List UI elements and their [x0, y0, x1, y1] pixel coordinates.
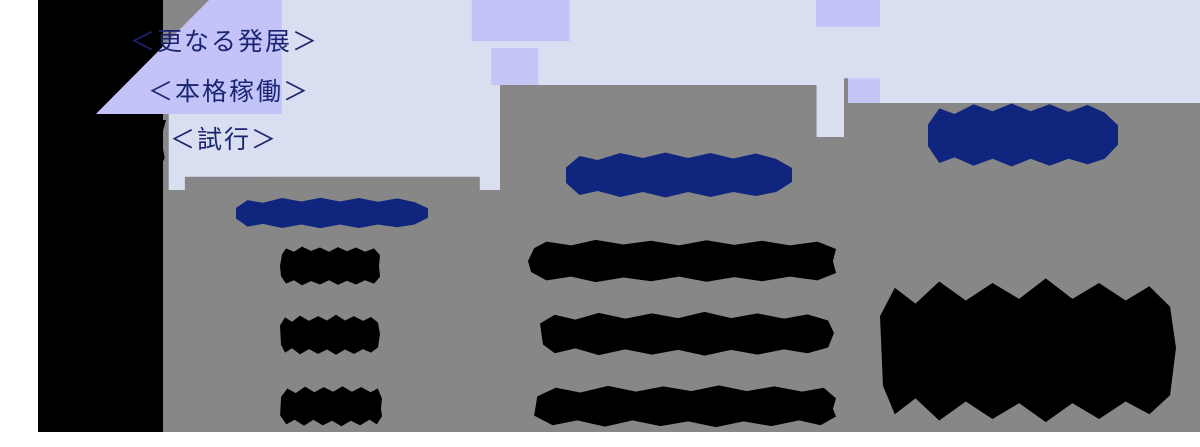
- banner-bevel-bottom-icon: [491, 47, 539, 85]
- phase-banner-3[interactable]: [816, 0, 1200, 103]
- banner-bevel-bottom-icon: [848, 78, 880, 103]
- phase-title-3: ＜更なる発展＞: [130, 27, 320, 56]
- redacted-item-3-1: [880, 278, 1176, 423]
- banner-bevel-top-icon: [471, 0, 570, 42]
- redacted-item-1-2: [280, 314, 380, 355]
- redacted-item-2-3: [534, 385, 836, 428]
- phase-title-2: ＜本格稼働＞: [148, 77, 311, 106]
- redacted-phase-heading-2: [566, 152, 792, 198]
- redacted-phase-heading-1: [236, 197, 428, 229]
- redacted-row-label: [38, 120, 166, 432]
- redacted-item-2-2: [540, 311, 834, 356]
- redacted-phase-heading-3: [928, 103, 1118, 167]
- banner-bevel-top-icon: [816, 0, 880, 27]
- redacted-item-2-1: [528, 239, 836, 283]
- bottom-margin: [0, 432, 1200, 447]
- phase-title-1: ＜試行＞: [170, 125, 279, 154]
- left-margin: [0, 0, 38, 447]
- redacted-item-1-1: [280, 246, 380, 286]
- redacted-item-1-3: [280, 386, 382, 427]
